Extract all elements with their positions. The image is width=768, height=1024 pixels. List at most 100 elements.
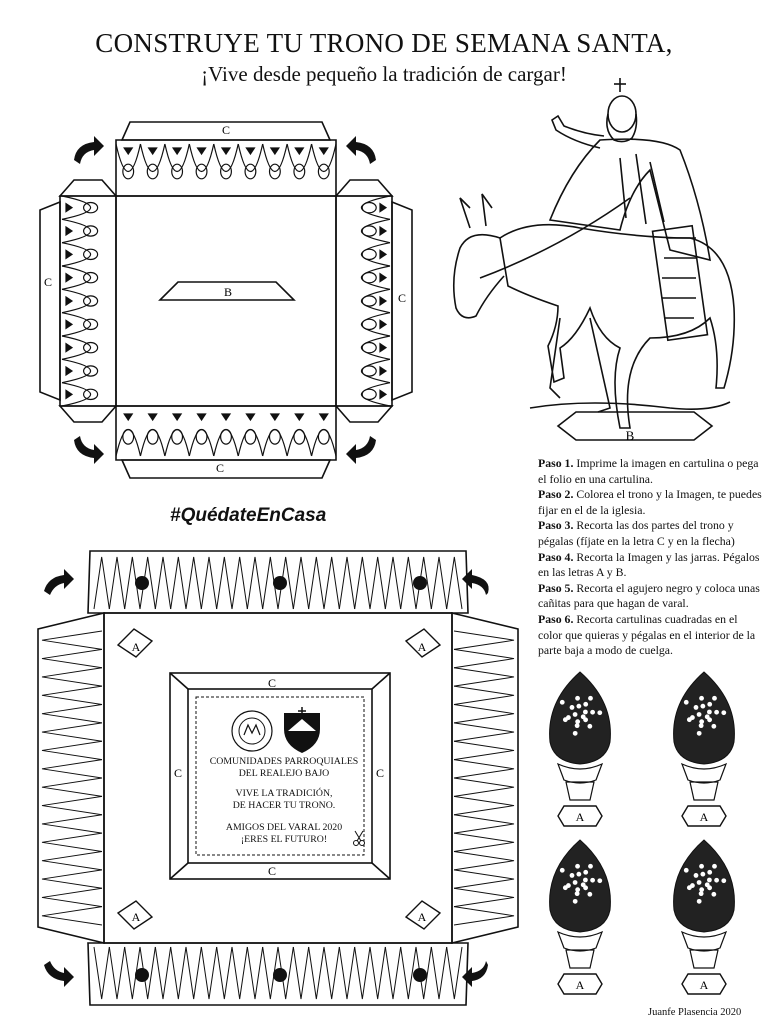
- flower-dot: [583, 869, 589, 875]
- scallop-shape: [360, 312, 391, 337]
- scallop-shape: [262, 143, 288, 173]
- tassel-icon: [171, 413, 183, 422]
- scallop-jewel: [82, 318, 99, 331]
- flower-dot: [576, 871, 582, 877]
- spike-shape: [216, 556, 233, 610]
- vase-label: A: [700, 810, 709, 824]
- varal-hole: [413, 576, 427, 590]
- scallop-jewel: [82, 341, 99, 354]
- step-item: Paso 6. Recorta cartulinas cuadradas en …: [538, 612, 762, 659]
- flower-dot: [711, 723, 717, 729]
- spike-shape: [216, 946, 233, 1000]
- spike-shape: [231, 946, 248, 1000]
- scallop-shape: [61, 335, 92, 360]
- spike-shape: [41, 630, 103, 650]
- scallop-jewel: [361, 271, 377, 284]
- scallop-shape: [61, 195, 92, 220]
- flower-dot: [588, 863, 593, 869]
- jar-base: [565, 949, 595, 969]
- flower-dot: [588, 695, 593, 701]
- tassel-icon: [65, 202, 74, 213]
- tassel-icon: [379, 319, 388, 330]
- spike-shape: [453, 667, 515, 687]
- card-org-line1: COMUNIDADES PARROQUIALES: [209, 756, 359, 767]
- scallop-jewel: [146, 163, 159, 180]
- tassel-icon: [379, 389, 388, 400]
- jar-shape: [680, 930, 728, 952]
- flower-dot: [690, 715, 695, 720]
- spike-shape: [384, 946, 402, 1000]
- spike-shape: [124, 556, 141, 610]
- carmelite-shield-icon: [284, 707, 320, 753]
- scallop-jewel: [268, 163, 281, 180]
- scallop-jewel: [361, 225, 377, 237]
- scallop-jewel: [146, 428, 159, 445]
- step-item: Paso 2. Colorea el trono y la Imagen, te…: [538, 487, 762, 518]
- spike-shape: [108, 556, 126, 610]
- tassel-icon: [220, 413, 232, 422]
- tassel-icon: [65, 342, 74, 353]
- flower-dot: [576, 703, 582, 709]
- scallop-shape: [188, 143, 215, 173]
- scallop-shape: [164, 143, 190, 173]
- spike-shape: [41, 740, 103, 761]
- scallop-jewel: [122, 163, 135, 180]
- scallop-shape: [139, 143, 166, 173]
- spike-shape: [453, 777, 515, 797]
- tassel-icon: [379, 249, 388, 260]
- top-throne-template: C C C C B: [39, 121, 413, 479]
- bottom-scallop-row: [115, 413, 337, 457]
- varal-hole: [413, 968, 427, 982]
- flower-dot: [569, 705, 575, 710]
- jar-base: [565, 781, 595, 801]
- curved-arrow-icon: [462, 961, 488, 987]
- vase-label: A: [576, 810, 585, 824]
- left-spike-row: [41, 630, 103, 926]
- flower-dot: [721, 710, 727, 716]
- spike-shape: [93, 556, 110, 610]
- scallop-shape: [61, 288, 92, 314]
- vase-cutout: A: [549, 671, 611, 827]
- spike-shape: [323, 946, 340, 1000]
- scallop-shape: [310, 143, 337, 173]
- scallop-shape: [360, 335, 391, 360]
- step-item: Paso 5. Recorta el agujero negro y coloc…: [538, 581, 762, 612]
- flower-dot: [583, 877, 588, 883]
- tassel-icon: [269, 413, 281, 422]
- spike-shape: [41, 648, 103, 669]
- tassel-icon: [379, 272, 388, 283]
- flower-dot: [699, 887, 705, 893]
- spike-shape: [338, 946, 356, 1000]
- flower-dot: [575, 719, 581, 725]
- vase-label-tab: [681, 805, 727, 827]
- label-c-bottom: C: [216, 461, 224, 475]
- label-b-center: B: [224, 285, 232, 299]
- spike-shape: [292, 556, 310, 610]
- flower-dot: [590, 709, 595, 715]
- card-motto-line1: VIVE LA TRADICIÓN,: [235, 788, 333, 799]
- vase-label-tab: [681, 973, 727, 995]
- scallop-shape: [360, 218, 391, 244]
- bottom-spike-row: [93, 946, 463, 1000]
- step-item: Paso 3. Recorta las dos partes del trono…: [538, 518, 762, 549]
- corner-label-a: A: [132, 640, 141, 654]
- scallop-jewel: [361, 341, 377, 354]
- step-text: Recorta la Imagen y las jarras. Pégalos …: [538, 549, 760, 580]
- corner-label-a: A: [418, 640, 427, 654]
- spike-shape: [41, 704, 103, 724]
- spike-shape: [200, 946, 218, 1000]
- scallop-jewel: [82, 248, 99, 261]
- scallop-jewel: [220, 163, 232, 180]
- card-motto-line2: DE HACER TU TRONO.: [232, 800, 336, 811]
- flower-dot: [590, 877, 595, 883]
- spike-shape: [308, 556, 325, 610]
- tassel-icon: [65, 319, 74, 330]
- spike-shape: [292, 946, 310, 1000]
- label-c-left: C: [44, 275, 52, 289]
- flower-dot: [699, 863, 704, 869]
- flower-dot: [696, 730, 702, 736]
- corner-label-a: A: [418, 910, 427, 924]
- scallop-shape: [360, 382, 391, 407]
- scallop-shape: [61, 382, 92, 407]
- flower-dot: [572, 880, 578, 885]
